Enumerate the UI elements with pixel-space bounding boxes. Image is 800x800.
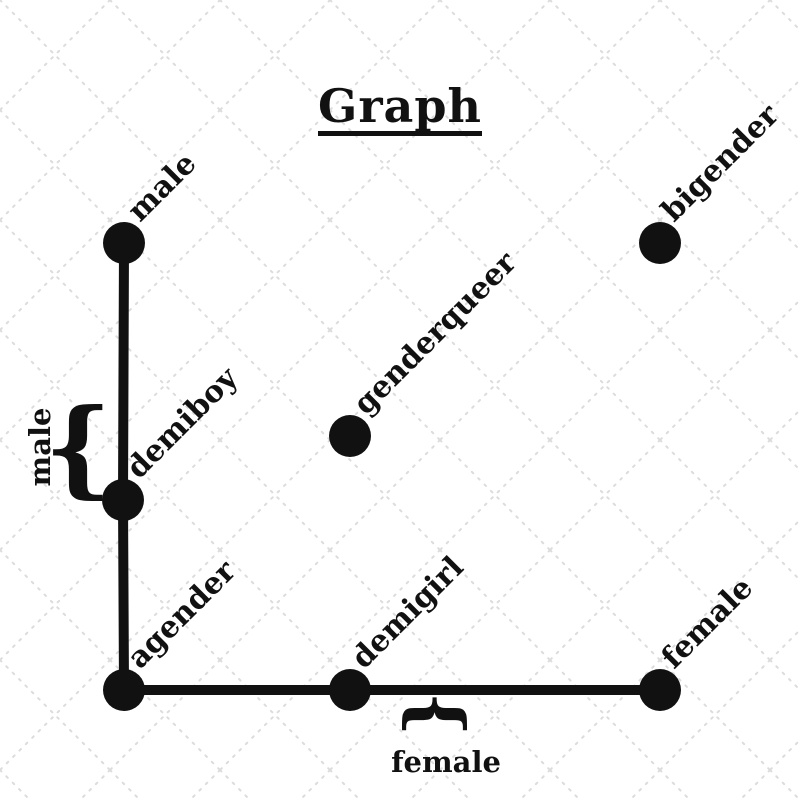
node-female <box>639 669 681 711</box>
node-label-demigirl: demigirl <box>345 550 471 676</box>
node-bigender <box>639 222 681 264</box>
edge-male-demiboy <box>118 238 129 505</box>
male-brace-label: male <box>23 408 57 487</box>
node-demiboy <box>102 479 144 521</box>
node-label-agender: agender <box>121 553 244 676</box>
male-brace: { <box>44 385 112 509</box>
page-title-text: Graph <box>318 82 482 137</box>
node-label-demiboy: demiboy <box>120 360 246 486</box>
node-label-genderqueer: genderqueer <box>347 244 524 421</box>
node-demigirl <box>329 669 371 711</box>
page-title: Graph <box>0 82 800 137</box>
node-agender <box>103 669 145 711</box>
node-genderqueer <box>329 415 371 457</box>
node-label-female: female <box>655 571 760 676</box>
female-brace: { <box>397 691 480 736</box>
node-label-male: male <box>121 146 203 228</box>
female-brace-label: female <box>391 745 501 779</box>
edge-demiboy-agender <box>118 495 129 695</box>
node-male <box>103 222 145 264</box>
